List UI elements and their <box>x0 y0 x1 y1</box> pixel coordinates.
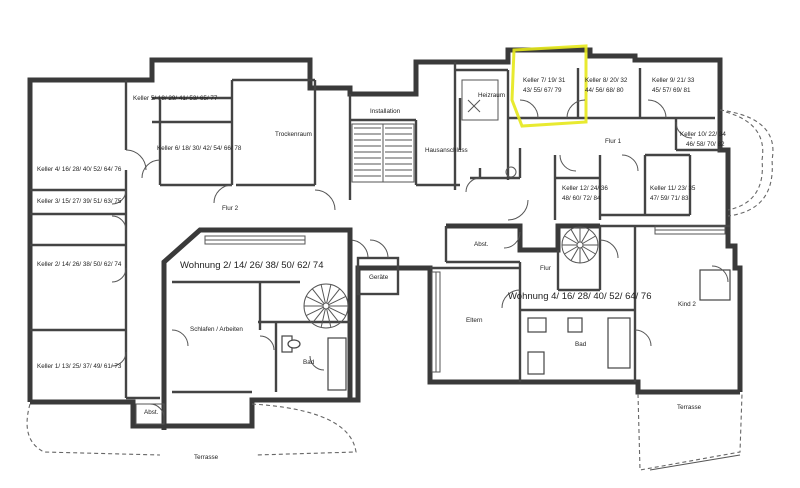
label-terrasse-right: Terrasse <box>677 404 702 411</box>
label-keller-12-line1: Keller 12/ 24/ 36 <box>562 185 608 192</box>
label-keller-5: Keller 5/ 18/ 29/ 41/ 53/ 65/ 77 <box>133 95 218 102</box>
label-flur-2: Flur 2 <box>222 205 239 212</box>
label-keller-9-line2: 45/ 57/ 69/ 81 <box>652 87 691 94</box>
label-trockenraum: Trockenraum <box>275 131 312 138</box>
spiral-tread <box>570 229 579 243</box>
spiral-tread <box>582 246 596 255</box>
bay-outline-right <box>719 109 774 217</box>
apartment-right-walls <box>430 223 731 382</box>
label-keller-8-line2: 44/ 56/ 68/ 80 <box>585 87 624 94</box>
label-installation: Installation <box>370 108 401 115</box>
spiral-tread <box>305 296 324 306</box>
apartment-left-walls <box>161 227 353 430</box>
spiral-tread <box>328 296 347 306</box>
label-bad-right: Bad <box>575 341 587 348</box>
label-wohnung-right: Wohnung 4/ 16/ 28/ 40/ 52/ 64/ 76 <box>508 291 652 302</box>
spiral-tread <box>564 246 578 255</box>
door-swings-left <box>111 149 369 367</box>
left-storage-walls <box>30 78 460 400</box>
spiral-tread <box>327 308 341 324</box>
spiral-tread <box>326 284 332 304</box>
label-keller-9-line1: Keller 9/ 21/ 33 <box>652 77 695 84</box>
terrace-outline-left <box>26 403 161 456</box>
outer-walls <box>27 47 743 429</box>
label-heizraum: Heizraum <box>478 92 505 99</box>
label-abst-top: Abst. <box>474 241 489 248</box>
spiral-tread <box>570 247 579 261</box>
label-keller-3: Keller 3/ 15/ 27/ 39/ 51/ 63/ 75 <box>37 198 122 205</box>
spiral-tread <box>320 284 326 304</box>
spiral-tread <box>320 308 326 328</box>
label-keller-12-line2: 48/ 60/ 72/ 84 <box>562 195 601 202</box>
utility-room <box>356 256 400 296</box>
spiral-tread <box>564 235 578 244</box>
label-keller-7-line2: 43/ 55/ 67/ 79 <box>523 87 562 94</box>
spiral-tread <box>311 308 325 324</box>
terrace-outline-right <box>637 393 743 471</box>
spiral-stair-right <box>561 226 599 264</box>
label-terrasse-left: Terrasse <box>194 454 219 461</box>
label-keller-10-line2: 46/ 58/ 70/ 82 <box>686 141 725 148</box>
spiral-tread <box>328 306 347 316</box>
label-flur: Flur <box>540 265 551 272</box>
spiral-stair-left <box>303 283 349 329</box>
label-geraete: Geräte <box>369 274 389 281</box>
spiral-tread <box>326 308 332 328</box>
label-keller-2: Keller 2/ 14/ 26/ 38/ 50/ 62/ 74 <box>37 261 122 268</box>
label-keller-11-line2: 47/ 59/ 71/ 83 <box>650 195 689 202</box>
heating-room-symbol <box>461 79 517 178</box>
label-bad-left: Bad <box>303 359 315 366</box>
label-keller-11-line1: Keller 11/ 23/ 35 <box>650 185 696 192</box>
label-keller-4: Keller 4/ 16/ 28/ 40/ 52/ 64/ 76 <box>37 166 122 173</box>
label-keller-1: Keller 1/ 13/ 25/ 37/ 49/ 61/ 73 <box>37 363 122 370</box>
label-wohnung-left: Wohnung 2/ 14/ 26/ 38/ 50/ 62/ 74 <box>180 260 324 271</box>
central-staircase <box>351 123 415 183</box>
door-swings-right <box>465 99 693 221</box>
label-keller-10-line1: Keller 10/ 22/ 34 <box>680 131 726 138</box>
label-keller-7-line1: Keller 7/ 19/ 31 <box>523 77 566 84</box>
spiral-tread <box>311 288 325 304</box>
label-schlafen: Schlafen / Arbeiten <box>190 326 243 333</box>
keller-7-highlight <box>510 44 588 128</box>
spiral-tread <box>581 247 590 261</box>
room-labels: Keller 5/ 18/ 29/ 41/ 53/ 65/ 77 Keller … <box>37 77 726 461</box>
spiral-tread <box>305 306 324 316</box>
label-flur-1: Flur 1 <box>605 138 622 145</box>
label-eltern: Eltern <box>466 317 483 324</box>
spiral-tread <box>327 288 341 304</box>
label-keller-6: Keller 6/ 18/ 30/ 42/ 54/ 66/ 78 <box>157 145 242 152</box>
label-kind-2: Kind 2 <box>678 301 696 308</box>
label-abst-bottom: Abst. <box>144 409 159 416</box>
label-keller-8-line1: Keller 8/ 20/ 32 <box>585 77 628 84</box>
spiral-tread <box>581 229 590 243</box>
label-hausanschluss: Hausanschluss <box>425 147 468 154</box>
spiral-tread <box>582 235 596 244</box>
right-storage-walls <box>453 62 720 220</box>
